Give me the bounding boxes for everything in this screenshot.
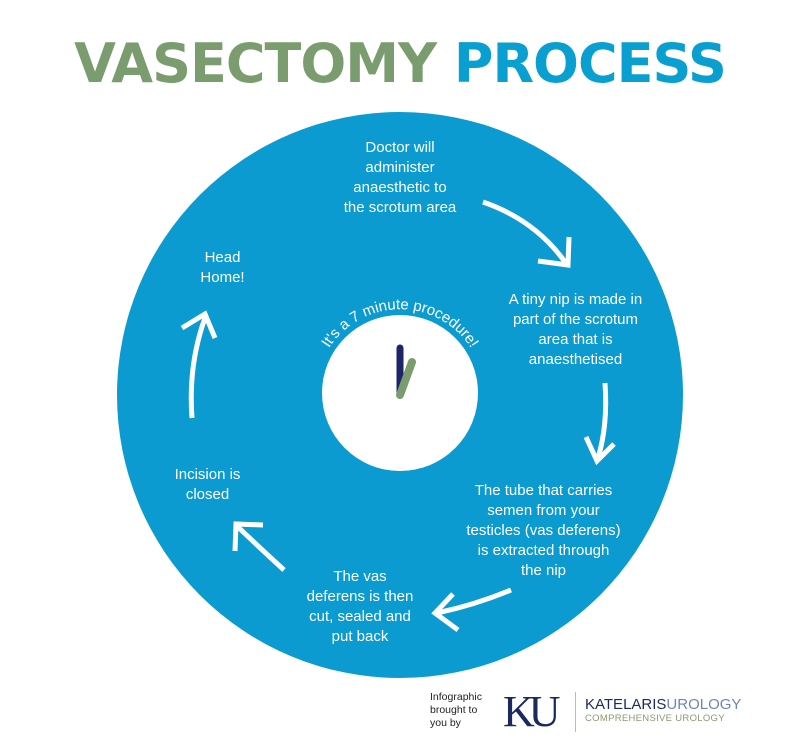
- step-line: Head: [204, 249, 241, 266]
- step-line: cut, sealed and: [309, 608, 411, 625]
- step-line: deferens is then: [306, 588, 414, 605]
- step-line: closed: [185, 486, 230, 503]
- clock-minute-hand: [396, 358, 416, 399]
- brand-tagline: COMPREHENSIVE UROLOGY: [585, 713, 725, 724]
- ku-logo: KU: [503, 687, 561, 736]
- credit-line: brought to: [430, 704, 478, 716]
- step-line: anaesthetised: [528, 351, 623, 368]
- step-line: The tube that carries: [474, 482, 613, 499]
- title-process: PROCESS: [453, 32, 727, 95]
- brand-katelaris: KATELARIS: [585, 696, 667, 713]
- arrow-step2-to-step3: [583, 382, 616, 466]
- step-administer-anaesthetic: Doctor will administer anaesthetic to th…: [320, 138, 480, 218]
- step-line: A tiny nip is made in: [508, 291, 643, 308]
- arrow-step4-to-step5: [232, 521, 286, 572]
- step-line: Doctor will: [365, 139, 435, 156]
- step-line: area that is: [538, 331, 613, 348]
- arrow-step3-to-step4: [431, 587, 512, 633]
- step-tiny-nip: A tiny nip is made in part of the scrotu…: [483, 290, 668, 370]
- arrow-step5-to-step6: [180, 310, 218, 419]
- step-extract-tube: The tube that carries semen from your te…: [446, 481, 641, 581]
- step-line: testicles (vas deferens): [466, 522, 621, 539]
- brand-name: KATELARISUROLOGY: [585, 697, 741, 713]
- step-cut-seal: The vas deferens is then cut, sealed and…: [290, 567, 430, 647]
- step-line: Incision is: [174, 466, 241, 483]
- step-head-home: Head Home!: [180, 248, 265, 288]
- step-line: semen from your: [487, 502, 600, 519]
- step-line: anaesthetic to: [353, 179, 447, 196]
- step-incision-closed: Incision is closed: [155, 465, 260, 505]
- arrow-step1-to-step2: [482, 199, 572, 268]
- step-line: The vas: [333, 568, 387, 585]
- title-vasectomy: VASECTOMY: [74, 32, 437, 95]
- brand-urology: UROLOGY: [666, 696, 742, 713]
- step-line: is extracted through: [477, 542, 610, 559]
- step-line: Home!: [200, 269, 245, 286]
- step-line: the scrotum area: [343, 199, 457, 216]
- step-line: part of the scrotum: [512, 311, 639, 328]
- step-line: put back: [331, 628, 389, 645]
- credit-text: Infographic brought to you by: [430, 691, 500, 730]
- step-line: the nip: [520, 562, 567, 579]
- page-title: VASECTOMY PROCESS: [0, 34, 800, 94]
- step-line: administer: [365, 159, 435, 176]
- credit-line: you by: [430, 717, 461, 729]
- logo-divider: [575, 692, 576, 732]
- credit-line: Infographic: [430, 691, 482, 703]
